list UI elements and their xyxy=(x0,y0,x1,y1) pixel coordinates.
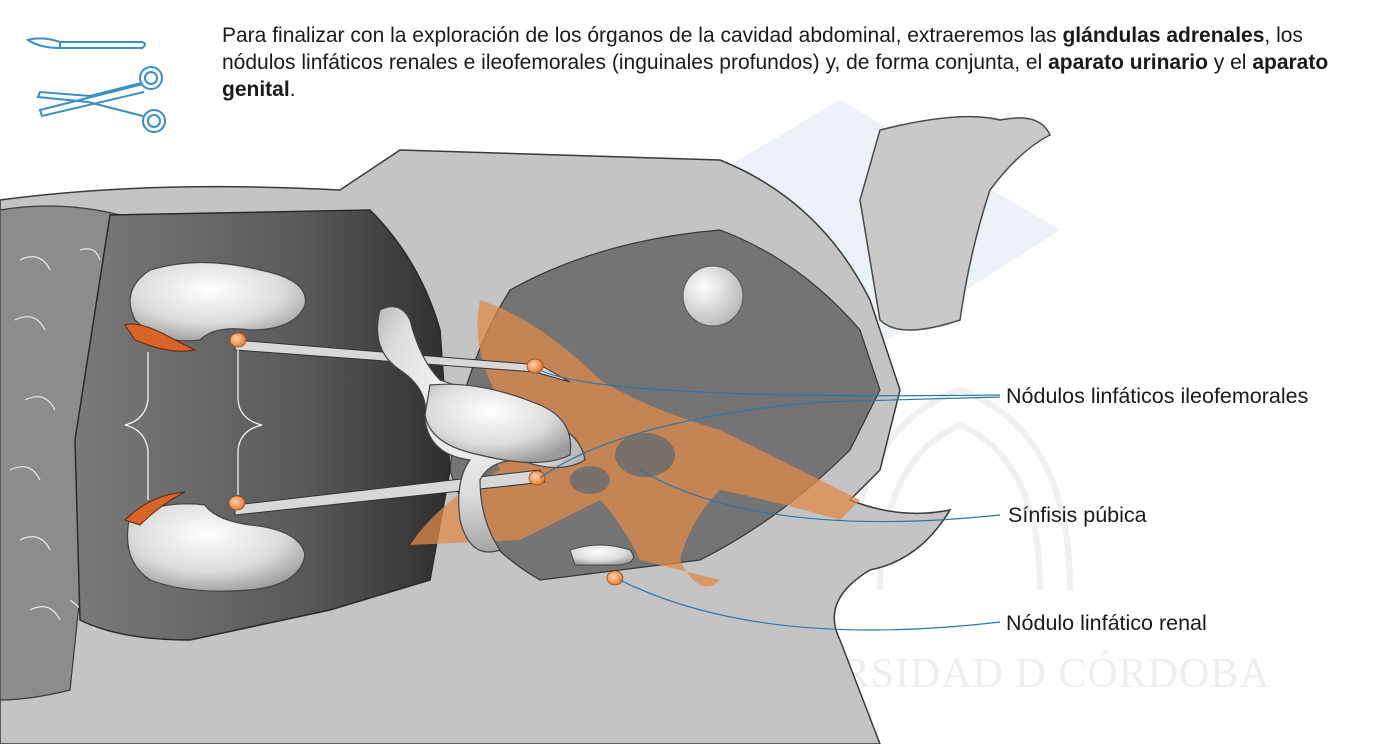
label-nodulo-renal: Nódulo linfático renal xyxy=(1006,611,1207,635)
obturator-foramen xyxy=(615,433,675,477)
urinary-bladder xyxy=(682,265,744,327)
lymph-node-renal-pointer xyxy=(606,570,624,586)
intro-text-3: y el xyxy=(1207,51,1253,74)
adrenal-gland-lower xyxy=(124,491,186,526)
adrenal-gland-upper xyxy=(124,323,197,352)
leader-sinfisis xyxy=(639,469,1001,523)
intro-bold-urinary: aparato urinario xyxy=(1048,51,1208,74)
intro-text-1: Para finalizar con la exploración de los… xyxy=(222,24,1063,47)
leader-ileofemoral-upper xyxy=(539,369,1001,397)
lymph-node-ileofemoral-lower xyxy=(528,470,546,486)
rectum xyxy=(569,544,634,566)
intro-bold-genital: aparato genital xyxy=(222,51,1329,101)
lymph-node-ileofemoral-upper xyxy=(526,358,544,374)
leader-ileofemoral-lower xyxy=(539,396,1001,479)
intro-bold-adrenal: glándulas adrenales xyxy=(1062,24,1265,47)
surgical-tools-icon xyxy=(20,30,175,145)
obturator-foramen-2 xyxy=(570,466,610,494)
uterine-body xyxy=(424,383,572,464)
fur-strokes xyxy=(9,248,101,631)
hind-leg xyxy=(859,115,1051,331)
label-ileofemoral: Nódulos linfáticos ileofemorales xyxy=(1006,384,1309,408)
intro-text-4: . xyxy=(289,78,296,101)
kidney-upper xyxy=(129,261,307,342)
kidney-lower xyxy=(126,503,306,592)
lymph-node-renal-lower xyxy=(228,495,246,511)
scissors-icon xyxy=(36,66,166,133)
label-sinfisis-pubica: Sínfisis púbica xyxy=(1008,503,1147,527)
leader-lines xyxy=(539,369,1001,631)
scalpel-icon xyxy=(25,37,146,49)
intro-text-2: , los nódulos linfáticos renales e ileof… xyxy=(222,24,1303,74)
intro-paragraph: Para finalizar con la exploración de los… xyxy=(222,22,1352,103)
lymph-node-renal-upper xyxy=(229,332,247,348)
leader-renal xyxy=(619,579,1001,631)
brackets xyxy=(124,350,263,500)
